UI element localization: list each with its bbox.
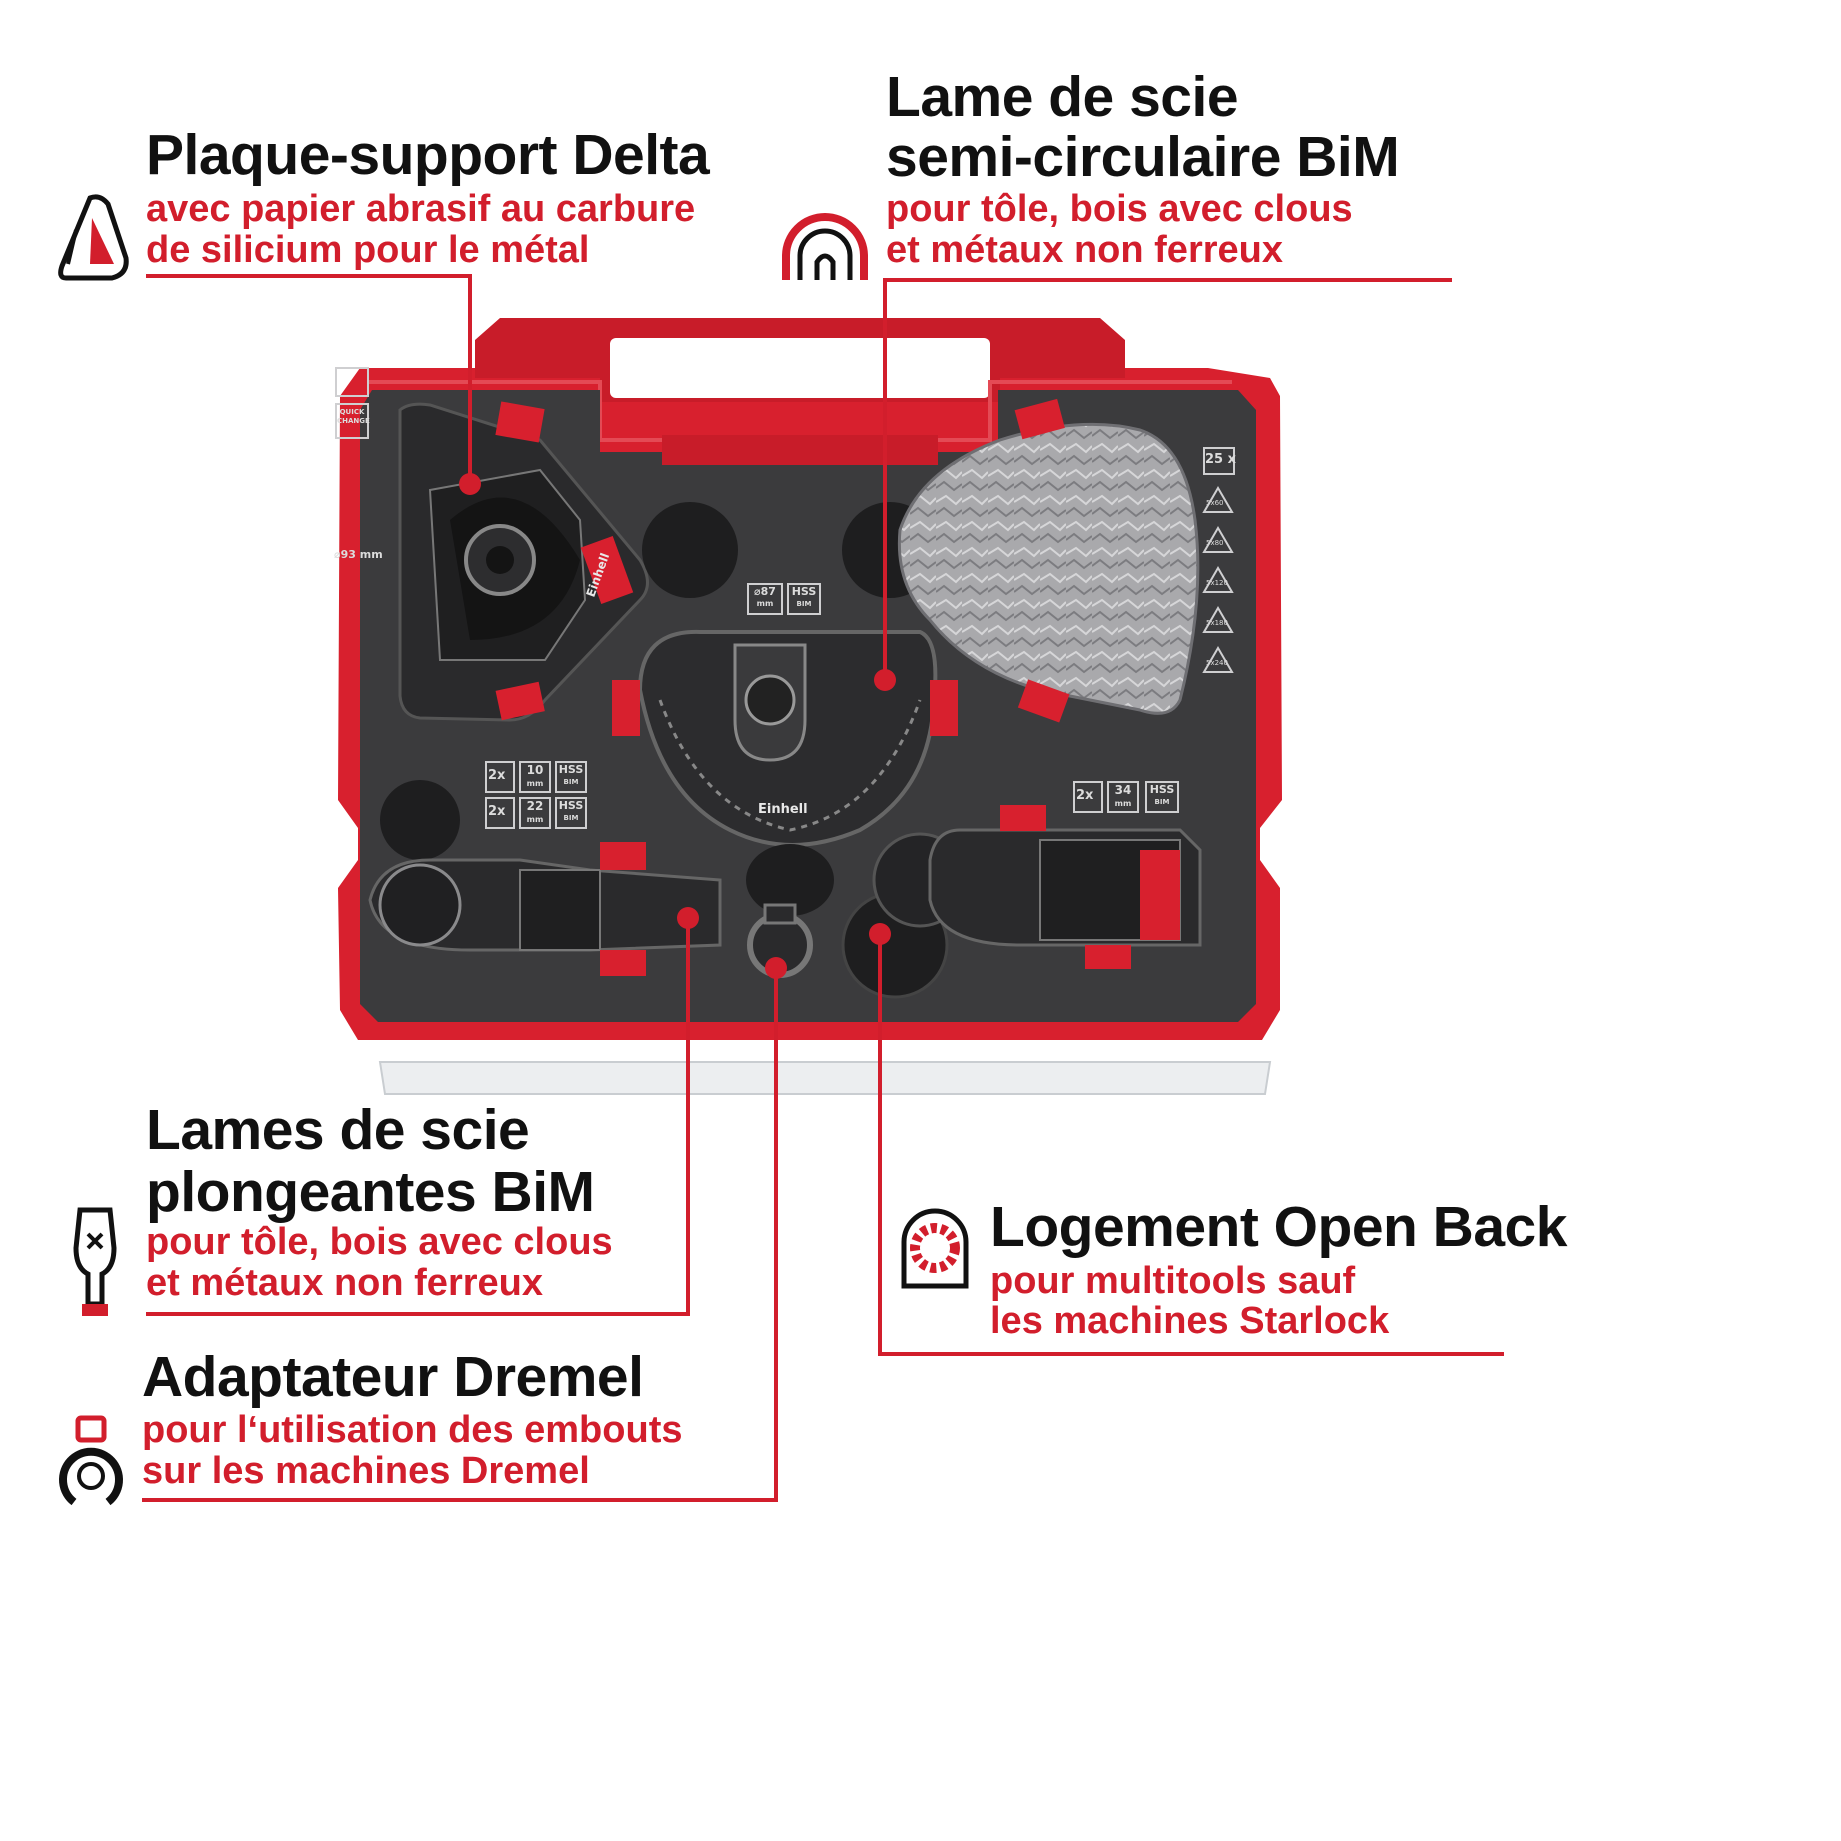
lame-semi-subtitle-line2: et métaux non ferreux [886,229,1283,271]
plunge-hss-c-label: HSS BIM [1147,784,1177,808]
open-back-mount-icon [901,1208,969,1289]
plunge-bim-c: BIM [1154,798,1170,806]
brand-label-semi: Einhell [758,802,808,817]
semi-bim: BIM [796,600,812,608]
logement-subtitle-line2: les machines Starlock [990,1300,1390,1342]
plunge-qty-b: 2x [488,804,506,819]
dremel-adapter-icon [59,1415,123,1506]
plunge-size-a: 10 [526,763,544,777]
grit-label-4: 5x240 [1206,659,1228,667]
lame-semi-title-line2: semi-circulaire BiM [886,125,1400,189]
grit-label-2: 5x120 [1206,579,1228,587]
plunge-hss-b-label: HSS BIM [556,800,586,824]
dremel-subtitle-line1: pour l‘utilisation des embouts [142,1409,683,1451]
plunge-bim-a: BIM [563,778,579,786]
dremel-subtitle-line2: sur les machines Dremel [142,1450,590,1492]
plaque-subtitle-line2: de silicium pour le métal [146,229,590,271]
semi-hss: HSS [791,585,817,598]
plunge-hss-b: HSS [558,799,584,812]
dremel-adapter-recess [746,844,834,916]
tray-handle-recess [662,435,938,465]
plunge-unit-c: mm [1114,799,1132,808]
lames-plong-subtitle-line2: et métaux non ferreux [146,1262,543,1304]
plunge-bim-b: BIM [563,814,579,822]
pad-size: ⌀93 [334,548,356,561]
logement-subtitle-line1: pour multitools sauf [990,1260,1356,1302]
semi-size: ⌀87 [754,585,776,598]
delta-sanding-pad-icon [58,194,129,281]
lame-semi-subtitle-line1: pour tôle, bois avec clous [886,188,1353,230]
semi-blade-clip-right [930,680,958,736]
plunge-size-b: 22 [526,799,544,813]
leader-lines [142,274,1504,1502]
quick-change-label: QUICK CHANGE [337,408,370,425]
plunge-hss-c: HSS [1149,783,1175,796]
grit-label-1: 5x80 [1206,539,1224,547]
grit-label-0: 5x60 [1206,499,1224,507]
plunge-size-c-label: 34 mm [1108,784,1138,810]
sanding-sheets [897,422,1200,715]
pad-unit: mm [359,548,383,561]
plaque-title: Plaque-support Delta [146,123,710,187]
plunge-size-a-label: 10 mm [520,764,550,790]
logement-title: Logement Open Back [990,1195,1567,1259]
plunge-size-b-label: 22 mm [520,800,550,826]
plunge-qty-a: 2x [488,768,506,783]
pad-size-label: ⌀93 mm [334,548,383,561]
leader-dots [459,473,896,979]
lames-plong-subtitle-line1: pour tôle, bois avec clous [146,1221,613,1263]
lames-plong-title-line2: plongeantes BiM [146,1160,595,1224]
plunge-blade-icon [73,1207,117,1316]
semi-hss-label: HSS BIM [789,586,819,610]
plaque-subtitle-line1: avec papier abrasif au carbure [146,188,696,230]
semi-unit: mm [756,599,774,608]
semi-blade-clip-left [612,680,640,736]
case-lid-edge [378,1061,1272,1095]
plunge-unit-a: mm [526,779,544,788]
plunge-size-c: 34 [1114,783,1132,797]
recess-left [642,502,738,598]
lame-semi-title-line1: Lame de scie [886,65,1239,129]
semi-circular-blade-icon [782,213,868,280]
lames-plong-title-line1: Lames de scie [146,1098,530,1162]
plunge-hss-a-label: HSS BIM [556,764,586,788]
plunge-unit-b: mm [526,815,544,824]
dremel-title: Adaptateur Dremel [142,1345,644,1409]
plunge-hss-a: HSS [558,763,584,776]
plunge-qty-c: 2x [1076,788,1094,803]
grit-label-3: 5x180 [1206,619,1228,627]
handle-opening [610,338,990,398]
sheet-count-label: 25 x [1205,452,1237,467]
